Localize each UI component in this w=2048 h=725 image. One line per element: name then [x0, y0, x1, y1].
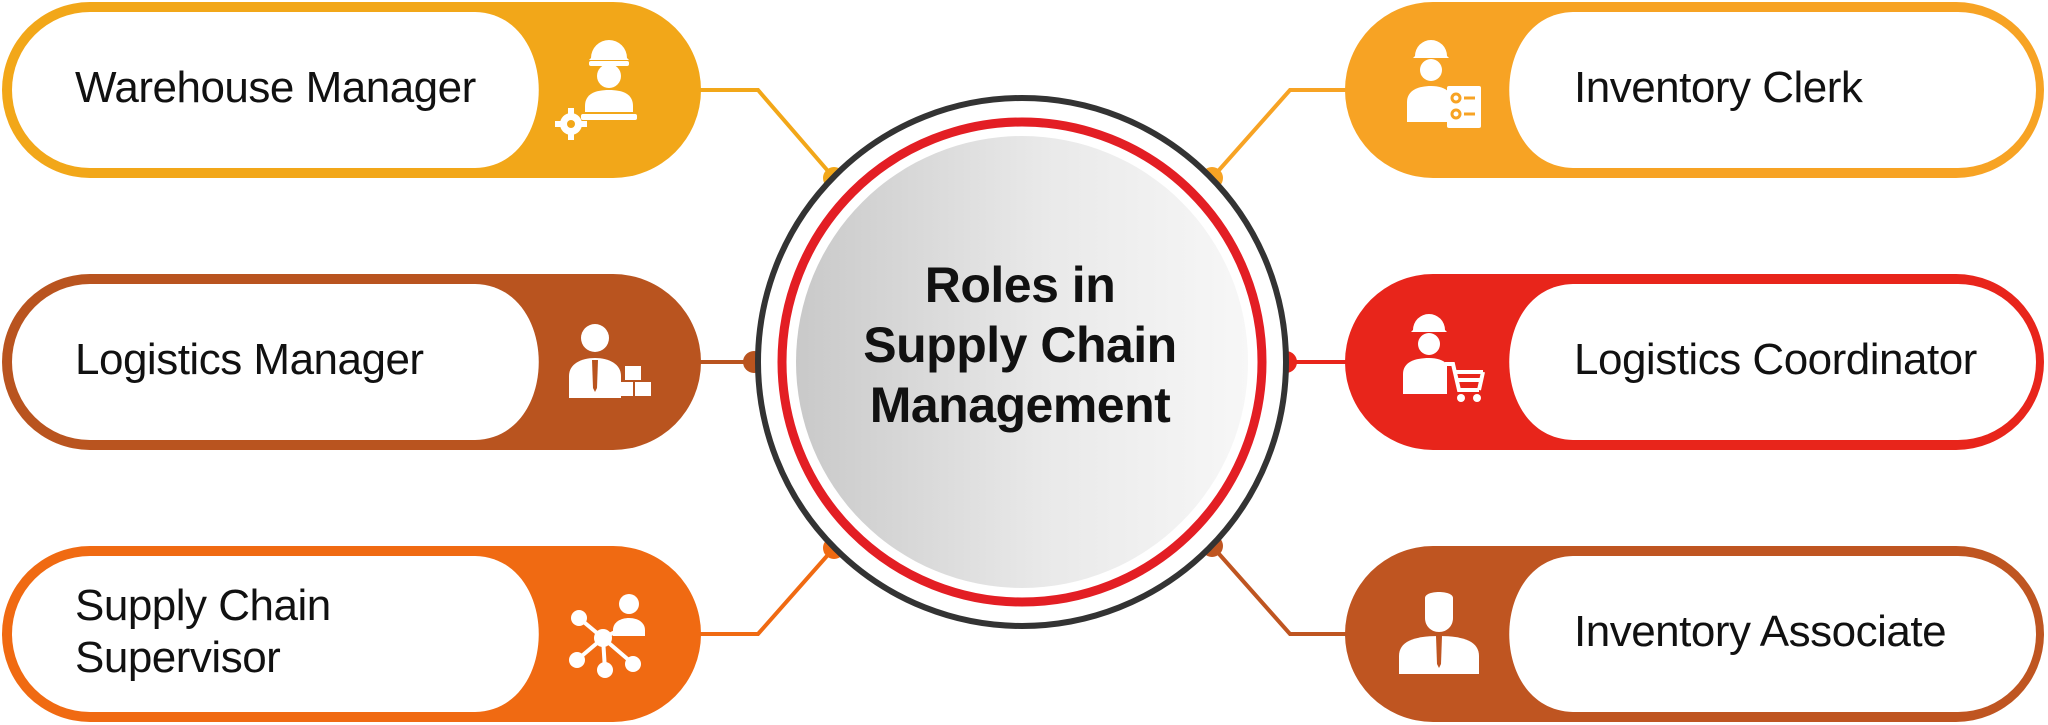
associate-person-icon: [1399, 592, 1479, 674]
role-card-warehouse-manager: Warehouse Manager: [0, 0, 705, 180]
center-title-line2: Supply Chain: [863, 317, 1177, 373]
coordinator-cart-icon: [1403, 314, 1485, 402]
role-card-logistics-coordinator: Logistics Coordinator: [1343, 272, 2048, 452]
role-card-inventory-associate: Inventory Associate: [1343, 544, 2048, 724]
connector-inventory-clerk: [1210, 88, 1348, 180]
role-card-logistics-manager: Logistics Manager: [0, 272, 705, 452]
role-label: Warehouse Manager: [75, 63, 476, 112]
center-fill: [796, 136, 1248, 588]
pill-shape: [2, 546, 701, 722]
pill-shape: [1345, 546, 2044, 722]
network-people-icon: [569, 594, 645, 678]
role-label: Logistics Manager: [75, 335, 424, 384]
center-title-line1: Roles in: [924, 257, 1116, 313]
connector-warehouse-manager: [700, 88, 836, 180]
pill-shape: [2, 2, 701, 178]
clerk-checklist-icon: [1407, 40, 1481, 128]
role-label: Logistics Coordinator: [1574, 335, 1977, 384]
pill-shape: [1345, 2, 2044, 178]
manager-boxes-icon: [569, 324, 651, 398]
role-card-supply-chain-supervisor: Supply Chain Supervisor: [0, 544, 705, 724]
pill-shape: [2, 274, 701, 450]
role-label-line2: Supervisor: [75, 633, 281, 682]
pill-shape: [1345, 274, 2044, 450]
center-title-line3: Management: [869, 377, 1171, 433]
connector-supply-chain-supervisor: [700, 546, 836, 636]
role-label: Supply Chain Supervisor: [75, 580, 331, 684]
role-label: Inventory Clerk: [1574, 63, 1863, 112]
role-label: Inventory Associate: [1574, 607, 1947, 656]
connector-inventory-associate: [1210, 544, 1348, 636]
role-label-line1: Supply Chain: [75, 581, 331, 630]
center-title: Roles in Supply Chain Management: [820, 255, 1220, 435]
warehouse-worker-gear-icon: [555, 40, 639, 140]
role-card-inventory-clerk: Inventory Clerk: [1343, 0, 2048, 180]
